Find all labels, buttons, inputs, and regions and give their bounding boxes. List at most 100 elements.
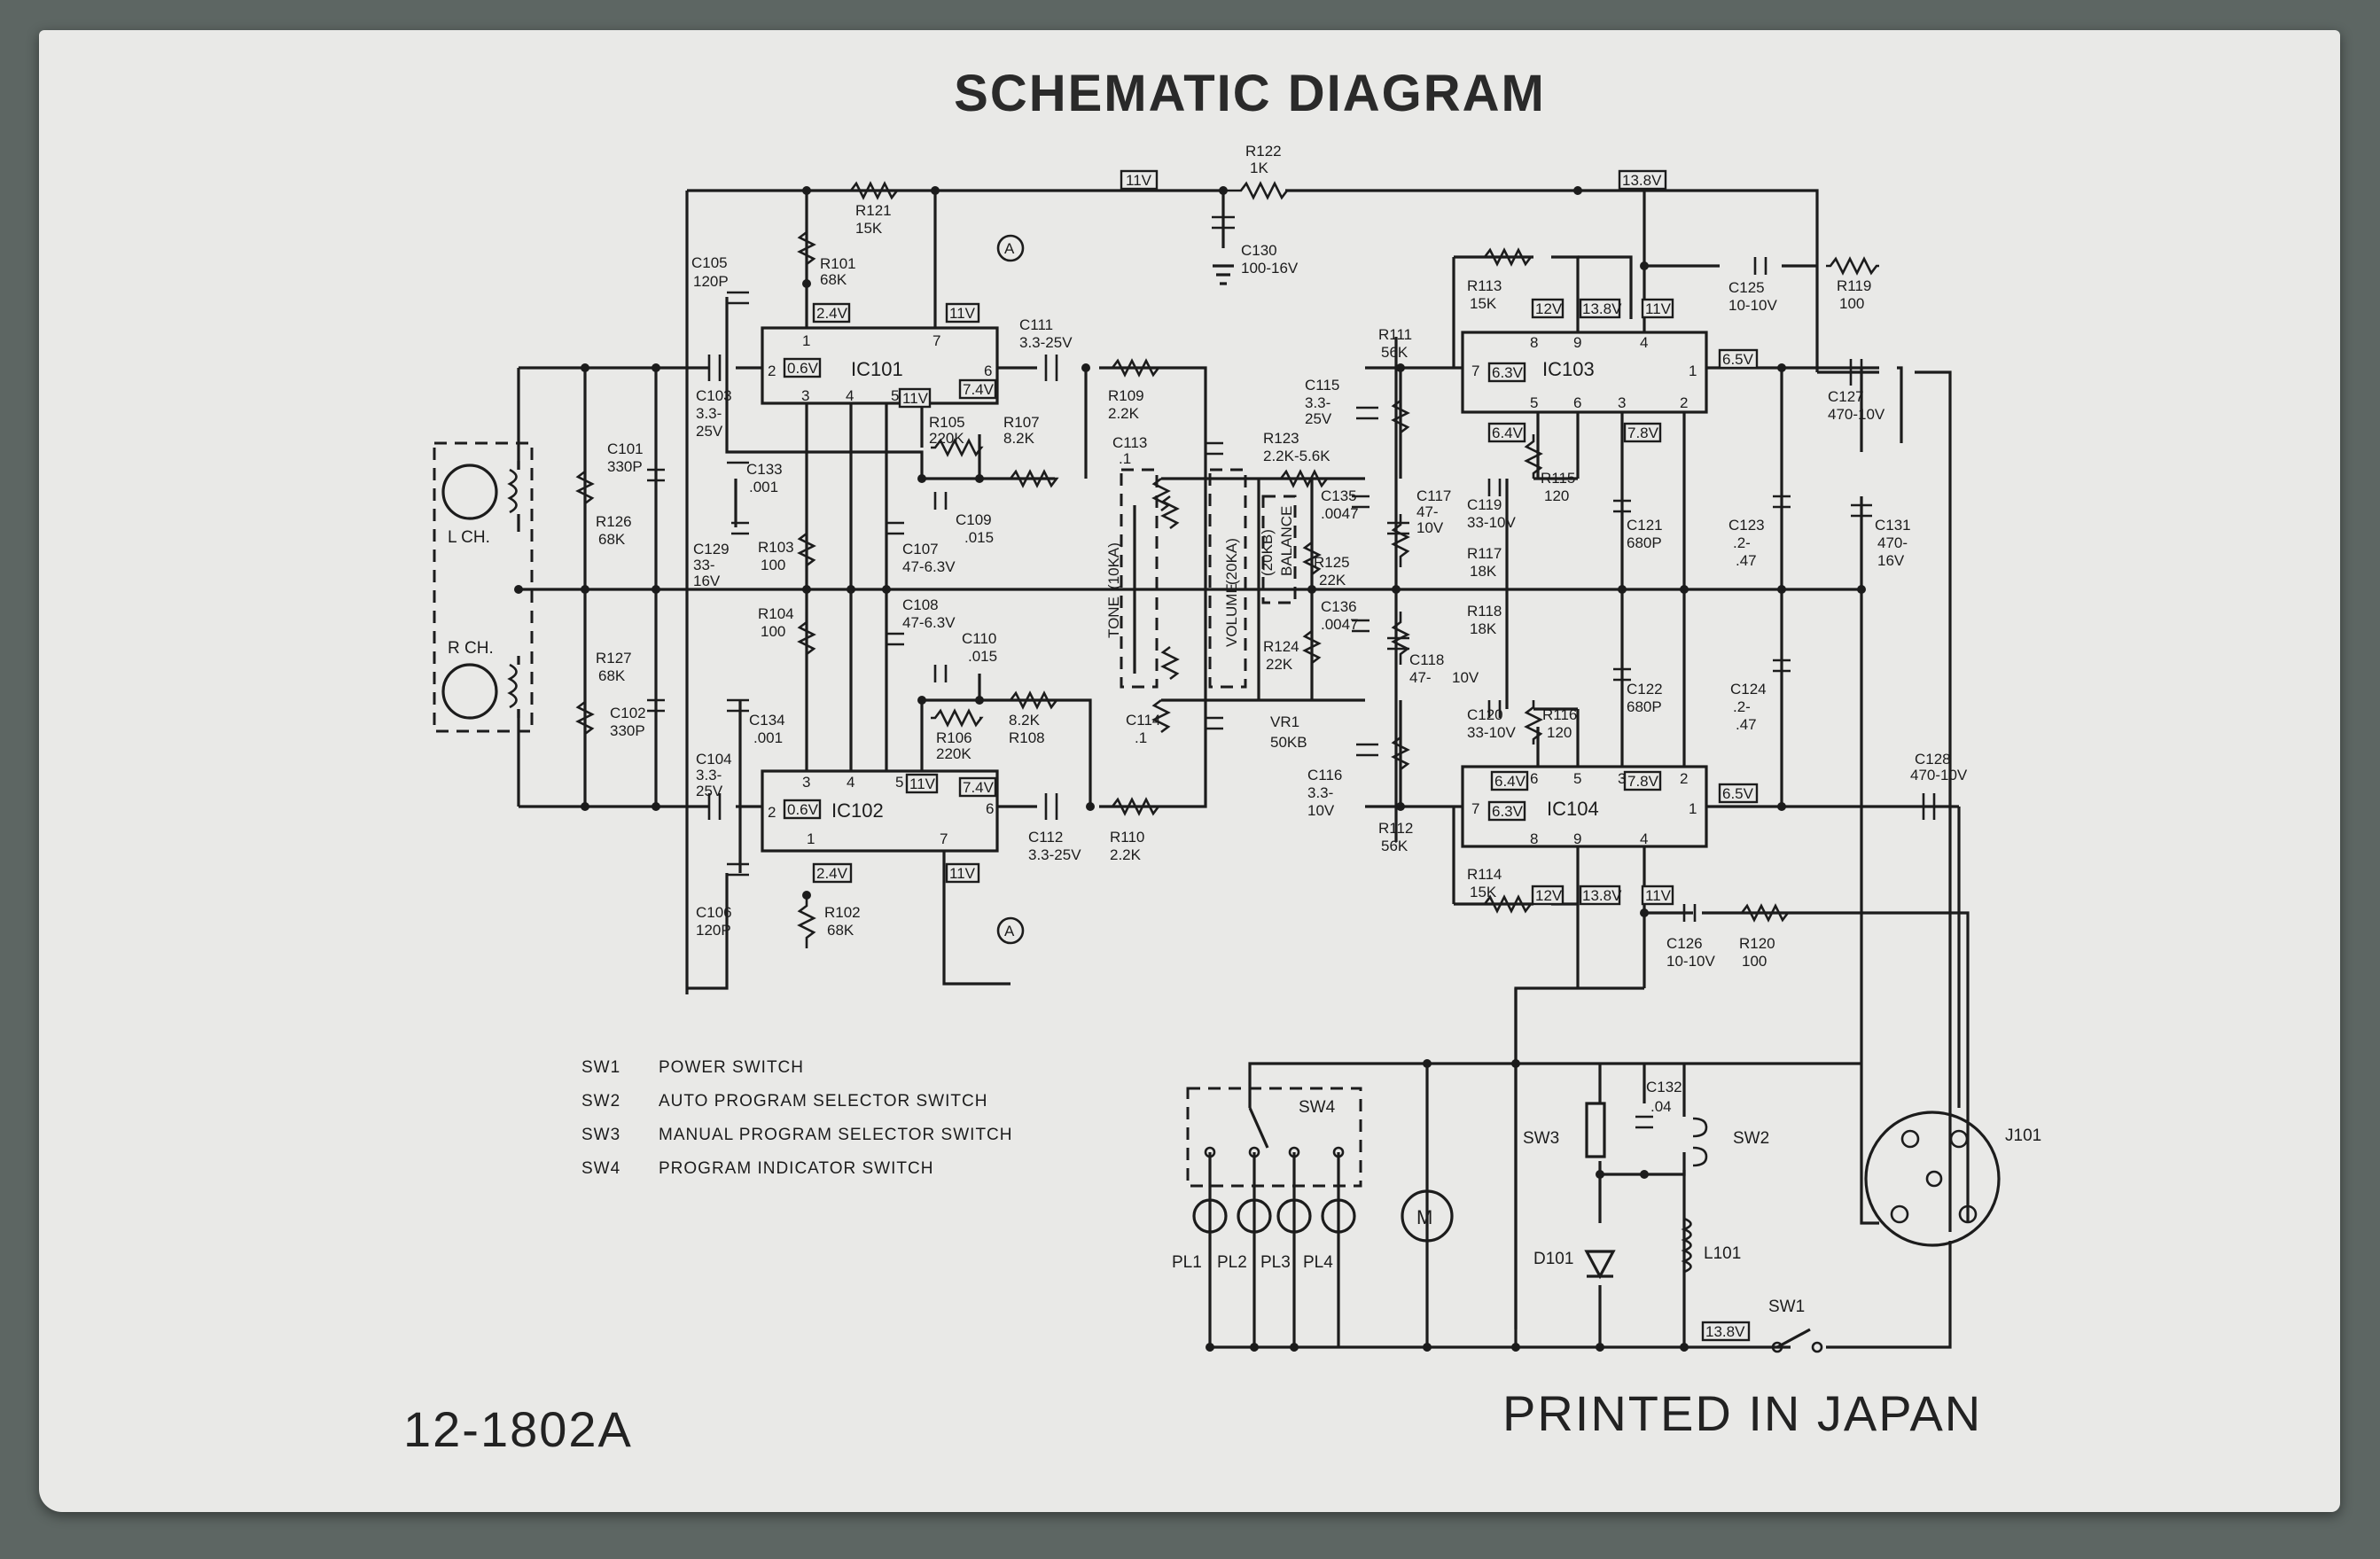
label: C125 — [1728, 279, 1765, 296]
pot-volume-top — [1151, 477, 1171, 512]
voltage-tag: 11V — [1126, 172, 1152, 189]
ic102-pin: 3 — [802, 774, 810, 791]
ic103-pin: 2 — [1680, 394, 1688, 411]
label: C121 — [1627, 517, 1663, 534]
schematic-card — [39, 30, 2340, 1512]
label: 68K — [598, 531, 626, 548]
motor: M — [1401, 1189, 1454, 1243]
capacitor-c125 — [1753, 257, 1767, 275]
label: 47-6.3V — [902, 558, 956, 575]
label-balance: BALANCE — [1278, 506, 1295, 576]
label: 100 — [761, 557, 785, 573]
ic101-label: IC101 — [851, 358, 903, 380]
node-a-top — [996, 234, 1025, 262]
voltage-tag: 12V — [1535, 300, 1563, 317]
voltage-tag: 11V — [1645, 300, 1672, 317]
label: 15K — [1470, 295, 1497, 312]
voltage-tag: 6.4V — [1492, 425, 1524, 441]
label: C116 — [1307, 767, 1342, 783]
label: .1 — [1119, 450, 1131, 467]
voltage-tag: 11V — [909, 776, 936, 792]
resistor-r107 — [1006, 469, 1059, 488]
ic102-pin: 7 — [940, 830, 948, 847]
label: 3.3-25V — [1019, 334, 1073, 351]
capacitor-c115 — [1356, 406, 1378, 420]
label: R127 — [596, 650, 632, 666]
capacitor-c104 — [707, 793, 722, 820]
label: R103 — [758, 539, 794, 556]
sw1-block: SW1 — [1768, 1298, 1823, 1353]
sw4-label: SW4 — [1299, 1098, 1336, 1117]
label: R123 — [1263, 430, 1299, 447]
capacitor-c121 — [1613, 499, 1631, 513]
lamp-label: PL3 — [1260, 1253, 1291, 1272]
capacitor-c116 — [1356, 743, 1378, 757]
capacitor-c109 — [933, 492, 948, 510]
label: C122 — [1627, 681, 1663, 698]
label: R120 — [1739, 935, 1775, 952]
label: 47-6.3V — [902, 614, 956, 631]
d101-label: D101 — [1533, 1250, 1573, 1268]
voltage-tag: 6.4V — [1494, 773, 1526, 790]
pot-tone-gang — [1120, 468, 1159, 689]
label: 1K — [1250, 160, 1268, 176]
label: .0047 — [1321, 505, 1359, 522]
ic104-pin: 7 — [1471, 800, 1479, 817]
ic101-pin: 6 — [984, 362, 992, 379]
lamp-label: PL2 — [1217, 1253, 1247, 1272]
ic104-pin: 3 — [1618, 770, 1626, 787]
label: 120P — [696, 922, 731, 939]
sw3-switch — [1585, 1102, 1606, 1158]
diagram-title: SCHEMATIC DIAGRAM — [954, 65, 1546, 122]
ic103-pin: 4 — [1640, 334, 1648, 351]
resistor-r121 — [842, 181, 900, 200]
label: C131 — [1875, 517, 1911, 534]
resistor-r102 — [797, 895, 816, 948]
capacitor-c124 — [1773, 659, 1791, 673]
label: 33-10V — [1467, 514, 1516, 531]
label: R101 — [820, 255, 856, 272]
ic103-pin: 3 — [1618, 394, 1626, 411]
ic102-pin: 1 — [807, 830, 815, 847]
label-tone-value: (10KA) — [1105, 542, 1122, 589]
label: 10V — [1452, 669, 1479, 686]
ic104-pin: 8 — [1530, 830, 1538, 847]
label: R105 — [929, 414, 965, 431]
label: 47- — [1416, 503, 1439, 520]
ic102-pin: 6 — [986, 800, 994, 817]
voltage-tag: 2.4V — [816, 865, 848, 882]
label: C117 — [1416, 487, 1451, 504]
capacitor-c118 — [1387, 636, 1409, 651]
ic104-pin: 2 — [1680, 770, 1688, 787]
label: R104 — [758, 605, 794, 622]
capacitors — [647, 215, 1936, 1129]
label: .015 — [964, 529, 994, 546]
label: C108 — [902, 596, 939, 613]
ic103-pin: 6 — [1573, 394, 1581, 411]
label: VR1 — [1270, 713, 1299, 730]
capacitor-c134 — [727, 698, 749, 713]
label: 10-10V — [1728, 297, 1777, 314]
label: 3.3- — [696, 405, 722, 422]
voltage-tag: 13.8V — [1582, 300, 1622, 317]
capacitor-c117 — [1387, 521, 1409, 535]
ic101-pin: 2 — [768, 362, 776, 379]
label: 10-10V — [1666, 953, 1715, 970]
label: 3.3-25V — [1028, 846, 1081, 863]
sw4-block: SW4 — [1186, 1087, 1362, 1188]
inductor-icon — [1681, 1217, 1692, 1274]
legend-id: SW4 — [581, 1159, 620, 1178]
voltage-tag: 6.5V — [1722, 785, 1754, 802]
voltage-tag: 0.6V — [787, 801, 819, 818]
voltage-tag: 12V — [1535, 887, 1563, 904]
label: R126 — [596, 513, 632, 530]
ic101-pin: 3 — [801, 387, 809, 404]
capacitor-c127 — [1849, 359, 1863, 386]
lamp-pl3-icon — [1276, 1198, 1312, 1234]
lamp-pl4-icon — [1321, 1198, 1356, 1234]
label: 470-10V — [1828, 406, 1885, 423]
resistor-r127 — [575, 691, 595, 753]
ic101-pin: 4 — [846, 387, 854, 404]
label: 680P — [1627, 534, 1662, 551]
